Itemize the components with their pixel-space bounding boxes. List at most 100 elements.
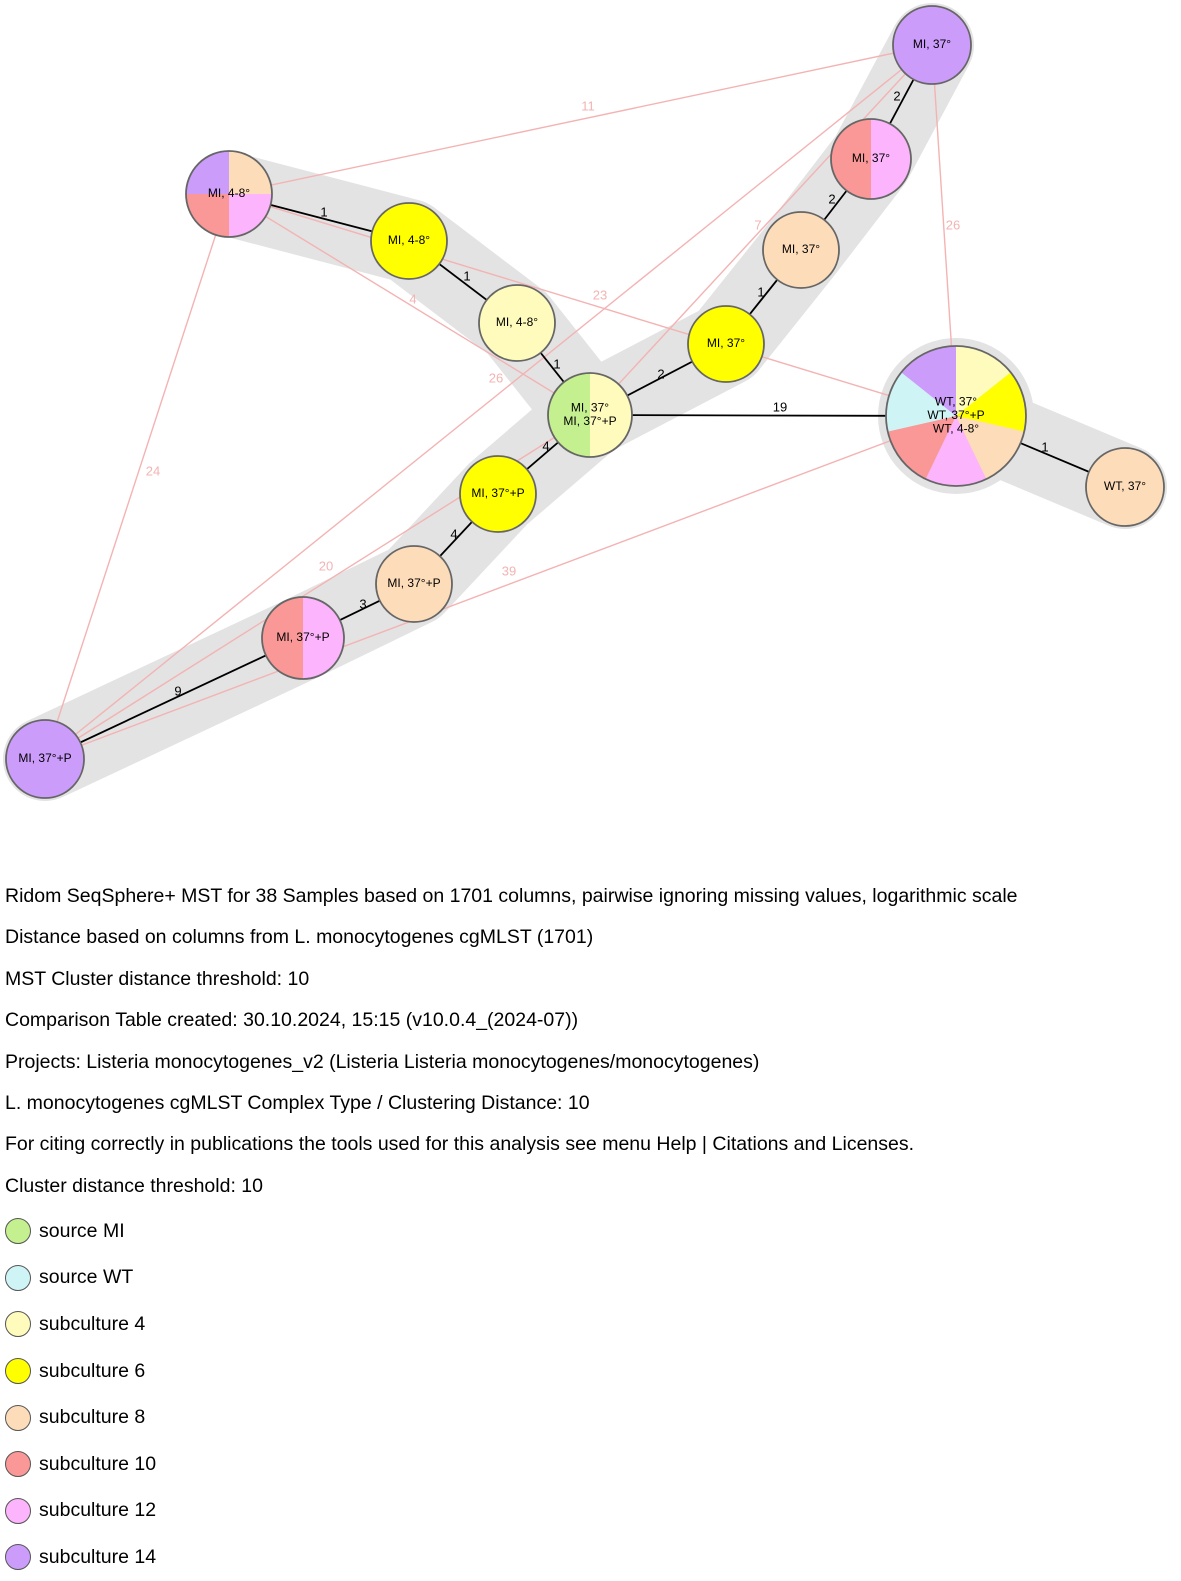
node-slice	[186, 194, 229, 237]
node-slice	[229, 151, 272, 194]
node-slice	[688, 306, 764, 382]
node-label: MI, 4-8°	[208, 186, 250, 200]
legend-item-subculture-4: subculture 4	[5, 1301, 156, 1348]
link-label: 39	[502, 563, 516, 578]
node-border	[687, 305, 765, 383]
node-slice	[460, 456, 536, 532]
mst-diagram: MI, 37° MI, 37° MI, 37° MI, 37° MI, 4-8° MI, …	[3, 3, 1167, 801]
link-label: 24	[146, 463, 160, 478]
extra-link	[228, 193, 591, 416]
legend-swatch	[5, 1497, 31, 1524]
node-border	[261, 596, 345, 680]
link-label: 1	[320, 204, 327, 219]
link-label: 4	[409, 291, 416, 306]
legend-label: subculture 10	[39, 1452, 157, 1475]
link-label: 23	[593, 287, 607, 302]
non-tree-links	[44, 44, 957, 760]
info-line: Cluster distance threshold: 10	[5, 1174, 263, 1197]
link-label: 26	[489, 370, 503, 385]
link-label: 1	[1041, 439, 1048, 454]
sample-node[interactable]: MI, 4-8°	[478, 284, 556, 362]
sample-node[interactable]: MI, 4-8°	[185, 150, 273, 238]
extra-link	[44, 44, 933, 760]
legend-label: subculture 6	[39, 1359, 146, 1382]
node-label: MI, 37°+P	[387, 576, 440, 590]
node-label: WT, 37°+P	[927, 408, 984, 422]
extra-link	[228, 44, 933, 195]
node-label: WT, 37°	[1104, 479, 1146, 493]
mst-info: Ridom SeqSphere+ MST for 38 Samples base…	[5, 876, 1175, 1207]
node-slice	[886, 372, 956, 432]
link-label: 1	[553, 356, 560, 371]
legend-item-subculture-12: subculture 12	[5, 1488, 156, 1535]
sample-node[interactable]: MI, 37°	[830, 118, 912, 200]
node-slice	[893, 6, 971, 84]
sample-node[interactable]: MI, 37°	[762, 211, 840, 289]
sample-node[interactable]: MI, 37°+P	[459, 455, 537, 533]
info-line: L. monocytogenes cgMLST Complex Type / C…	[5, 1091, 590, 1114]
node-slice	[376, 546, 452, 622]
node-slice	[262, 597, 303, 679]
info-line: Comparison Table created: 30.10.2024, 15…	[5, 1009, 579, 1032]
node-slice	[186, 151, 229, 194]
node-slice	[956, 346, 1011, 416]
node-label: WT, 4-8°	[933, 422, 979, 436]
node-border	[375, 545, 453, 623]
link-label: 11	[581, 98, 595, 113]
link-label: 2	[828, 191, 835, 206]
legend-item-source-wt: source WT	[5, 1255, 156, 1302]
sample-node[interactable]: MI, 37°+P	[5, 719, 85, 799]
info-line: Projects: Listeria monocytogenes_v2 (Lis…	[5, 1050, 760, 1073]
legend-label: subculture 4	[39, 1312, 146, 1335]
legend-swatch	[5, 1218, 31, 1245]
node-border	[478, 284, 556, 362]
legend-label: subculture 14	[39, 1545, 157, 1568]
node-border	[370, 202, 448, 280]
node-border	[1085, 447, 1165, 527]
node-border	[185, 150, 273, 238]
node-label: MI, 37°+P	[18, 751, 71, 765]
node-slice	[548, 373, 590, 457]
legend-item-source-mi: source MI	[5, 1208, 156, 1255]
node-slice	[831, 119, 871, 199]
link-label: 2	[657, 366, 664, 381]
link-label: 9	[174, 683, 181, 698]
sample-node[interactable]: WT, 37°	[1085, 447, 1165, 527]
sample-node[interactable]: MI, 37°	[892, 5, 972, 85]
legend-label: source WT	[39, 1266, 134, 1289]
node-slice	[871, 119, 911, 199]
sample-node[interactable]: MI, 37°+P	[261, 596, 345, 680]
sample-node[interactable]: WT, 37°WT, 37°+PWT, 4-8°	[885, 345, 1027, 487]
node-border	[5, 719, 85, 799]
tree-link	[44, 637, 304, 760]
node-label: MI, 37°	[571, 400, 609, 414]
node-border	[830, 118, 912, 200]
legend-swatch	[5, 1358, 31, 1385]
sample-node[interactable]: MI, 37°+P	[375, 545, 453, 623]
legend: source MI source WT subculture 4 subcult…	[5, 1208, 156, 1581]
sample-nodes: MI, 37° MI, 37° MI, 37° MI, 37° MI, 4-8° MI, …	[5, 5, 1165, 799]
node-slice	[6, 720, 84, 798]
node-label: MI, 37°+P	[563, 414, 616, 428]
node-slice	[956, 372, 1026, 432]
node-label: MI, 37°+P	[471, 486, 524, 500]
sample-node[interactable]: MI, 4-8°	[370, 202, 448, 280]
node-label: MI, 37°	[913, 37, 951, 51]
node-label: WT, 37°	[935, 395, 977, 409]
link-label: 3	[359, 596, 366, 611]
node-slice	[763, 212, 839, 288]
legend-swatch	[5, 1544, 31, 1571]
legend-item-subculture-14: subculture 14	[5, 1534, 156, 1581]
info-line: Distance based on columns from L. monocy…	[5, 926, 594, 949]
link-label: 19	[773, 399, 787, 414]
legend-item-subculture-10: subculture 10	[5, 1441, 156, 1488]
info-line: Ridom SeqSphere+ MST for 38 Samples base…	[5, 885, 1018, 907]
legend-swatch	[5, 1264, 31, 1291]
node-border	[459, 455, 537, 533]
node-border	[762, 211, 840, 289]
extra-link	[44, 193, 230, 760]
sample-node[interactable]: MI, 37°MI, 37°+P	[547, 372, 633, 458]
node-label: MI, 4-8°	[496, 315, 538, 329]
sample-node[interactable]: MI, 37°	[687, 305, 765, 383]
